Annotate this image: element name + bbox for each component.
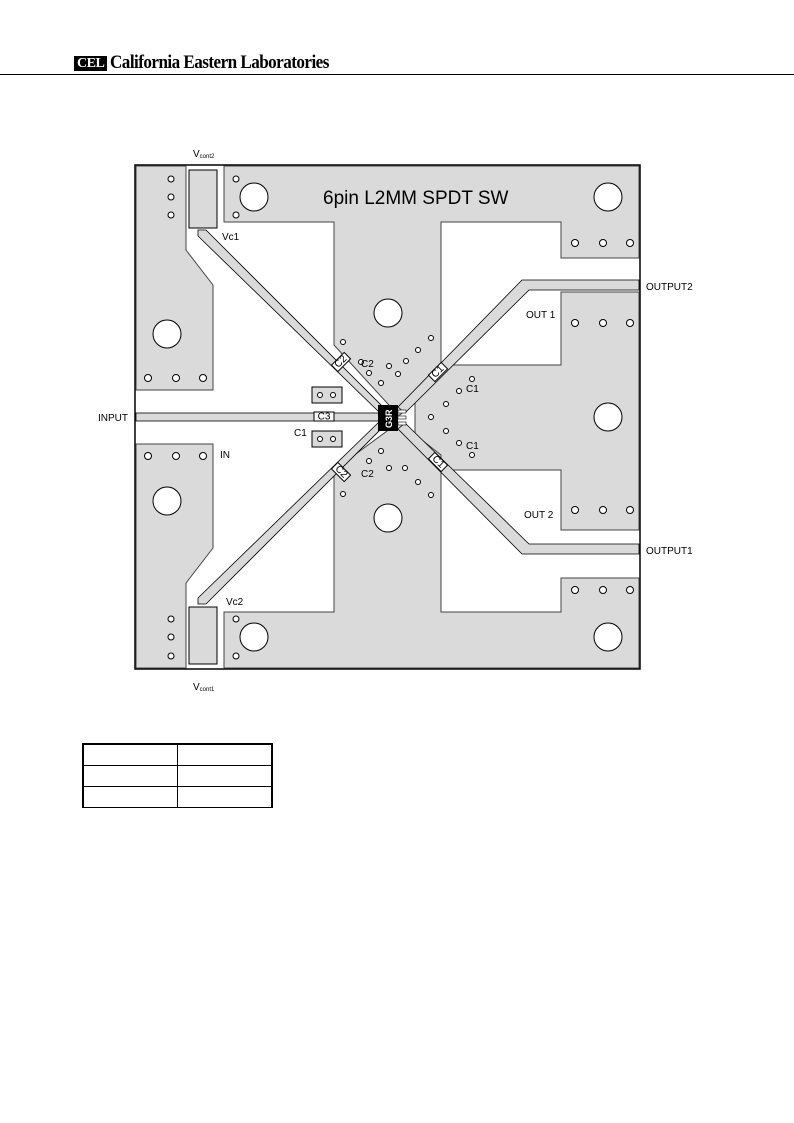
label-input: INPUT <box>98 413 128 424</box>
label-c1-left: C1 <box>294 428 307 439</box>
label-c1-right-bottom: C1 <box>466 441 479 452</box>
vcont1-pad <box>188 606 218 665</box>
label-c2-bottom: C2 <box>361 469 374 480</box>
vcont2-pad <box>188 169 218 229</box>
mounting-holes <box>152 182 623 652</box>
capacitor-c3: C3 <box>313 411 335 423</box>
table-row <box>82 765 273 787</box>
label-output1: OUTPUT1 <box>646 546 693 557</box>
pcb-layout-diagram: C3 C2 C2 C1 C1 G3R 6pin L2MM SPDT SW Vco… <box>98 149 693 693</box>
board-title: 6pin L2MM SPDT SW <box>323 188 509 209</box>
input-trace <box>135 412 385 422</box>
label-out2: OUT 2 <box>524 510 554 521</box>
table-cell <box>82 765 178 787</box>
label-c2-top: C2 <box>361 359 374 370</box>
table-row <box>82 743 273 766</box>
parts-table <box>82 743 273 808</box>
label-vc1: Vc1 <box>222 232 240 243</box>
label-c1-right-top: C1 <box>466 384 479 395</box>
header-rule <box>0 74 794 75</box>
table-cell <box>177 765 273 787</box>
c1-upper-pad <box>311 386 343 404</box>
svg-text:C3: C3 <box>318 412 331 423</box>
table-cell <box>82 786 178 808</box>
label-vcont2: Vcont2 <box>193 149 215 160</box>
table-cell <box>82 743 178 766</box>
cel-logo: CEL <box>74 55 108 71</box>
label-in: IN <box>220 450 230 461</box>
ground-copper <box>135 165 640 669</box>
vias <box>144 175 634 660</box>
table-cell <box>177 786 273 808</box>
c1-lower-pad <box>311 430 343 448</box>
table-row <box>82 786 273 808</box>
label-vc2: Vc2 <box>226 597 244 608</box>
label-vcont1: Vcont1 <box>193 682 215 693</box>
company-name: California Eastern Laboratories <box>110 52 330 73</box>
chip-marking: G3R <box>384 409 394 428</box>
switch-chip: G3R <box>378 405 407 431</box>
label-output2: OUTPUT2 <box>646 282 693 293</box>
label-out1: OUT 1 <box>526 310 556 321</box>
header: CEL California Eastern Laboratories <box>74 52 353 74</box>
table-cell <box>177 743 273 766</box>
